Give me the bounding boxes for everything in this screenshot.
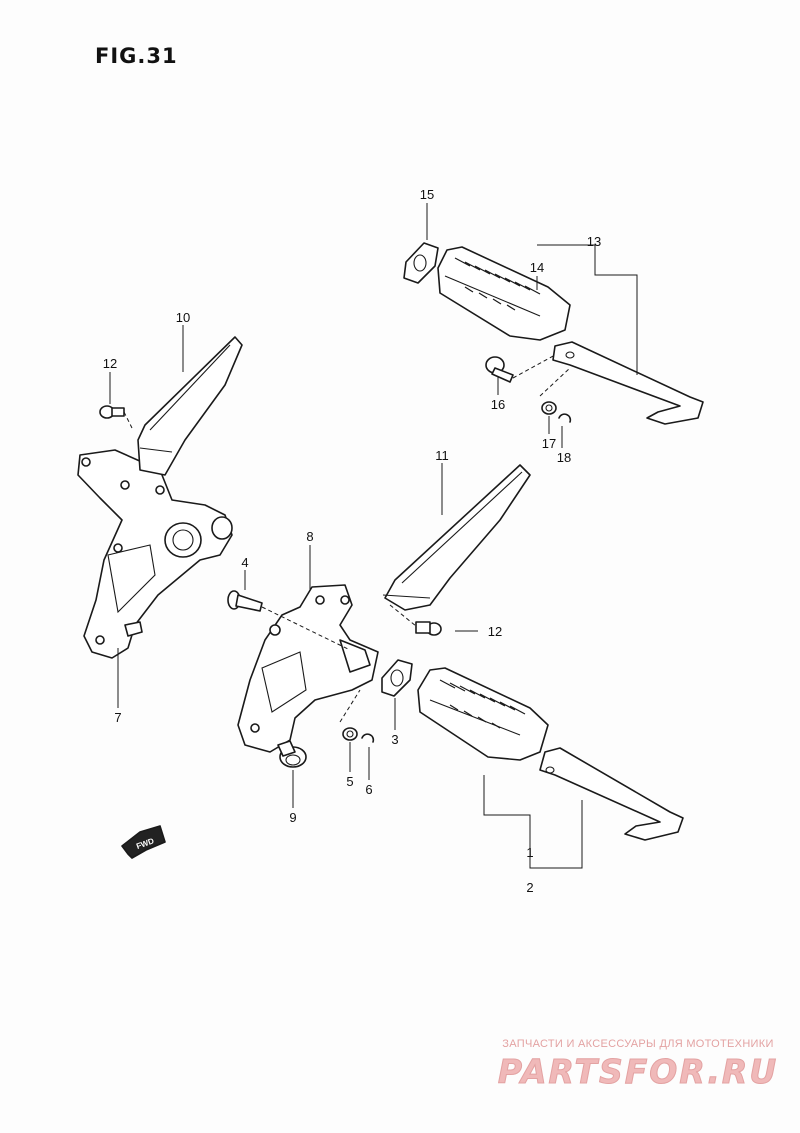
- callout-3: 3: [391, 732, 398, 747]
- callout-17: 17: [542, 436, 556, 451]
- callout-8: 8: [306, 529, 313, 544]
- callout-16: 16: [491, 397, 505, 412]
- callout-13: 13: [587, 234, 601, 249]
- left-bracket-7: [77, 449, 233, 659]
- figure-title: FIG.31: [95, 44, 178, 68]
- screw-12-left: [99, 405, 133, 429]
- screw-12-right: [389, 604, 442, 636]
- left-heel-guard-10: [137, 336, 243, 476]
- callout-12-left: 12: [103, 356, 117, 371]
- washer-5: [339, 689, 361, 741]
- footrest-13-upper: [437, 246, 704, 425]
- forward-direction-arrow: FWD: [121, 825, 166, 859]
- pin-16: [485, 354, 556, 383]
- bolt-9: [277, 740, 307, 768]
- callout-11: 11: [435, 448, 449, 463]
- callout-2: 2: [526, 880, 533, 895]
- callout-4: 4: [241, 555, 248, 570]
- callout-labels: 7 10 12 8 11 12 4 9 5 6 3 1 2 15 13 14 1…: [103, 187, 601, 895]
- rubber-15: [403, 242, 439, 284]
- clip-18: [558, 413, 572, 423]
- callout-18: 18: [557, 450, 571, 465]
- callout-15: 15: [420, 187, 434, 202]
- watermark-tagline: ЗАПЧАСТИ И АКСЕССУАРЫ ДЛЯ МОТОТЕХНИКИ: [502, 1038, 774, 1050]
- callout-12-right: 12: [488, 624, 502, 639]
- callout-5: 5: [346, 774, 353, 789]
- callout-7: 7: [114, 710, 121, 725]
- callout-1: 1: [526, 845, 533, 860]
- callout-14: 14: [530, 260, 544, 275]
- washer-17: [539, 367, 571, 415]
- watermark: ЗАПЧАСТИ И АКСЕССУАРЫ ДЛЯ МОТОТЕХНИКИ PA…: [488, 1038, 788, 1092]
- watermark-brand-logo: PARTSFOR.RU: [497, 1052, 779, 1092]
- right-heel-guard-11: [382, 464, 531, 611]
- callout-6: 6: [365, 782, 372, 797]
- right-bracket-8: [237, 584, 379, 753]
- bolt-4: [227, 590, 351, 651]
- damper-3: [381, 659, 413, 697]
- footrest-1-lower: [417, 667, 684, 841]
- callout-9: 9: [289, 810, 296, 825]
- callout-10: 10: [176, 310, 190, 325]
- leader-lines: [109, 203, 638, 869]
- clip-6: [361, 733, 375, 743]
